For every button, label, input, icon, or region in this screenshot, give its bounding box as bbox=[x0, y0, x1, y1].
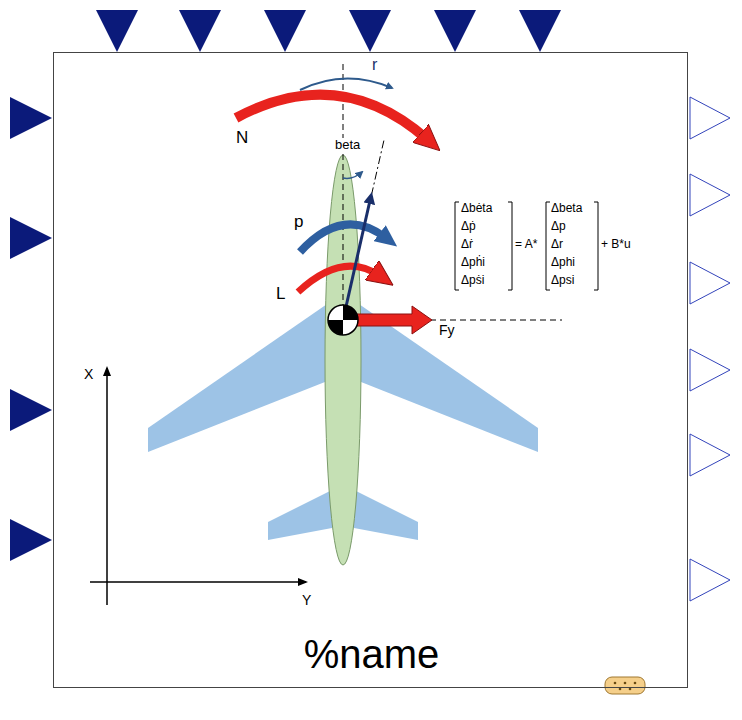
angle-label: beta bbox=[333, 138, 362, 153]
output-port bbox=[690, 97, 730, 601]
state-variable: Δphi bbox=[551, 256, 575, 270]
state-variable: Δp bbox=[551, 220, 566, 234]
input-port bbox=[10, 10, 561, 561]
rate-label: p bbox=[294, 212, 303, 232]
moment-label: N bbox=[236, 128, 248, 148]
axis-label: Y bbox=[302, 592, 311, 608]
state-derivative: Δpḣi bbox=[461, 256, 485, 270]
state-variable: Δr bbox=[551, 238, 563, 252]
equation-operator: + B*u bbox=[601, 238, 631, 252]
state-derivative: Δbėta bbox=[461, 202, 492, 216]
equation-operator: = A* bbox=[515, 238, 537, 252]
r-label: r bbox=[372, 56, 377, 74]
moment-label: L bbox=[276, 284, 285, 304]
block-name: %name bbox=[304, 631, 440, 677]
block-frame: %name bbox=[53, 52, 688, 688]
state-derivative: Δpṡi bbox=[461, 274, 484, 288]
state-derivative: Δṗ bbox=[461, 220, 476, 234]
state-derivative: Δṙ bbox=[461, 238, 473, 252]
state-variable: Δpsi bbox=[551, 274, 574, 288]
state-variable: Δbeta bbox=[551, 202, 582, 216]
force-label: Fy bbox=[437, 322, 457, 338]
axis-label: X bbox=[84, 366, 93, 382]
